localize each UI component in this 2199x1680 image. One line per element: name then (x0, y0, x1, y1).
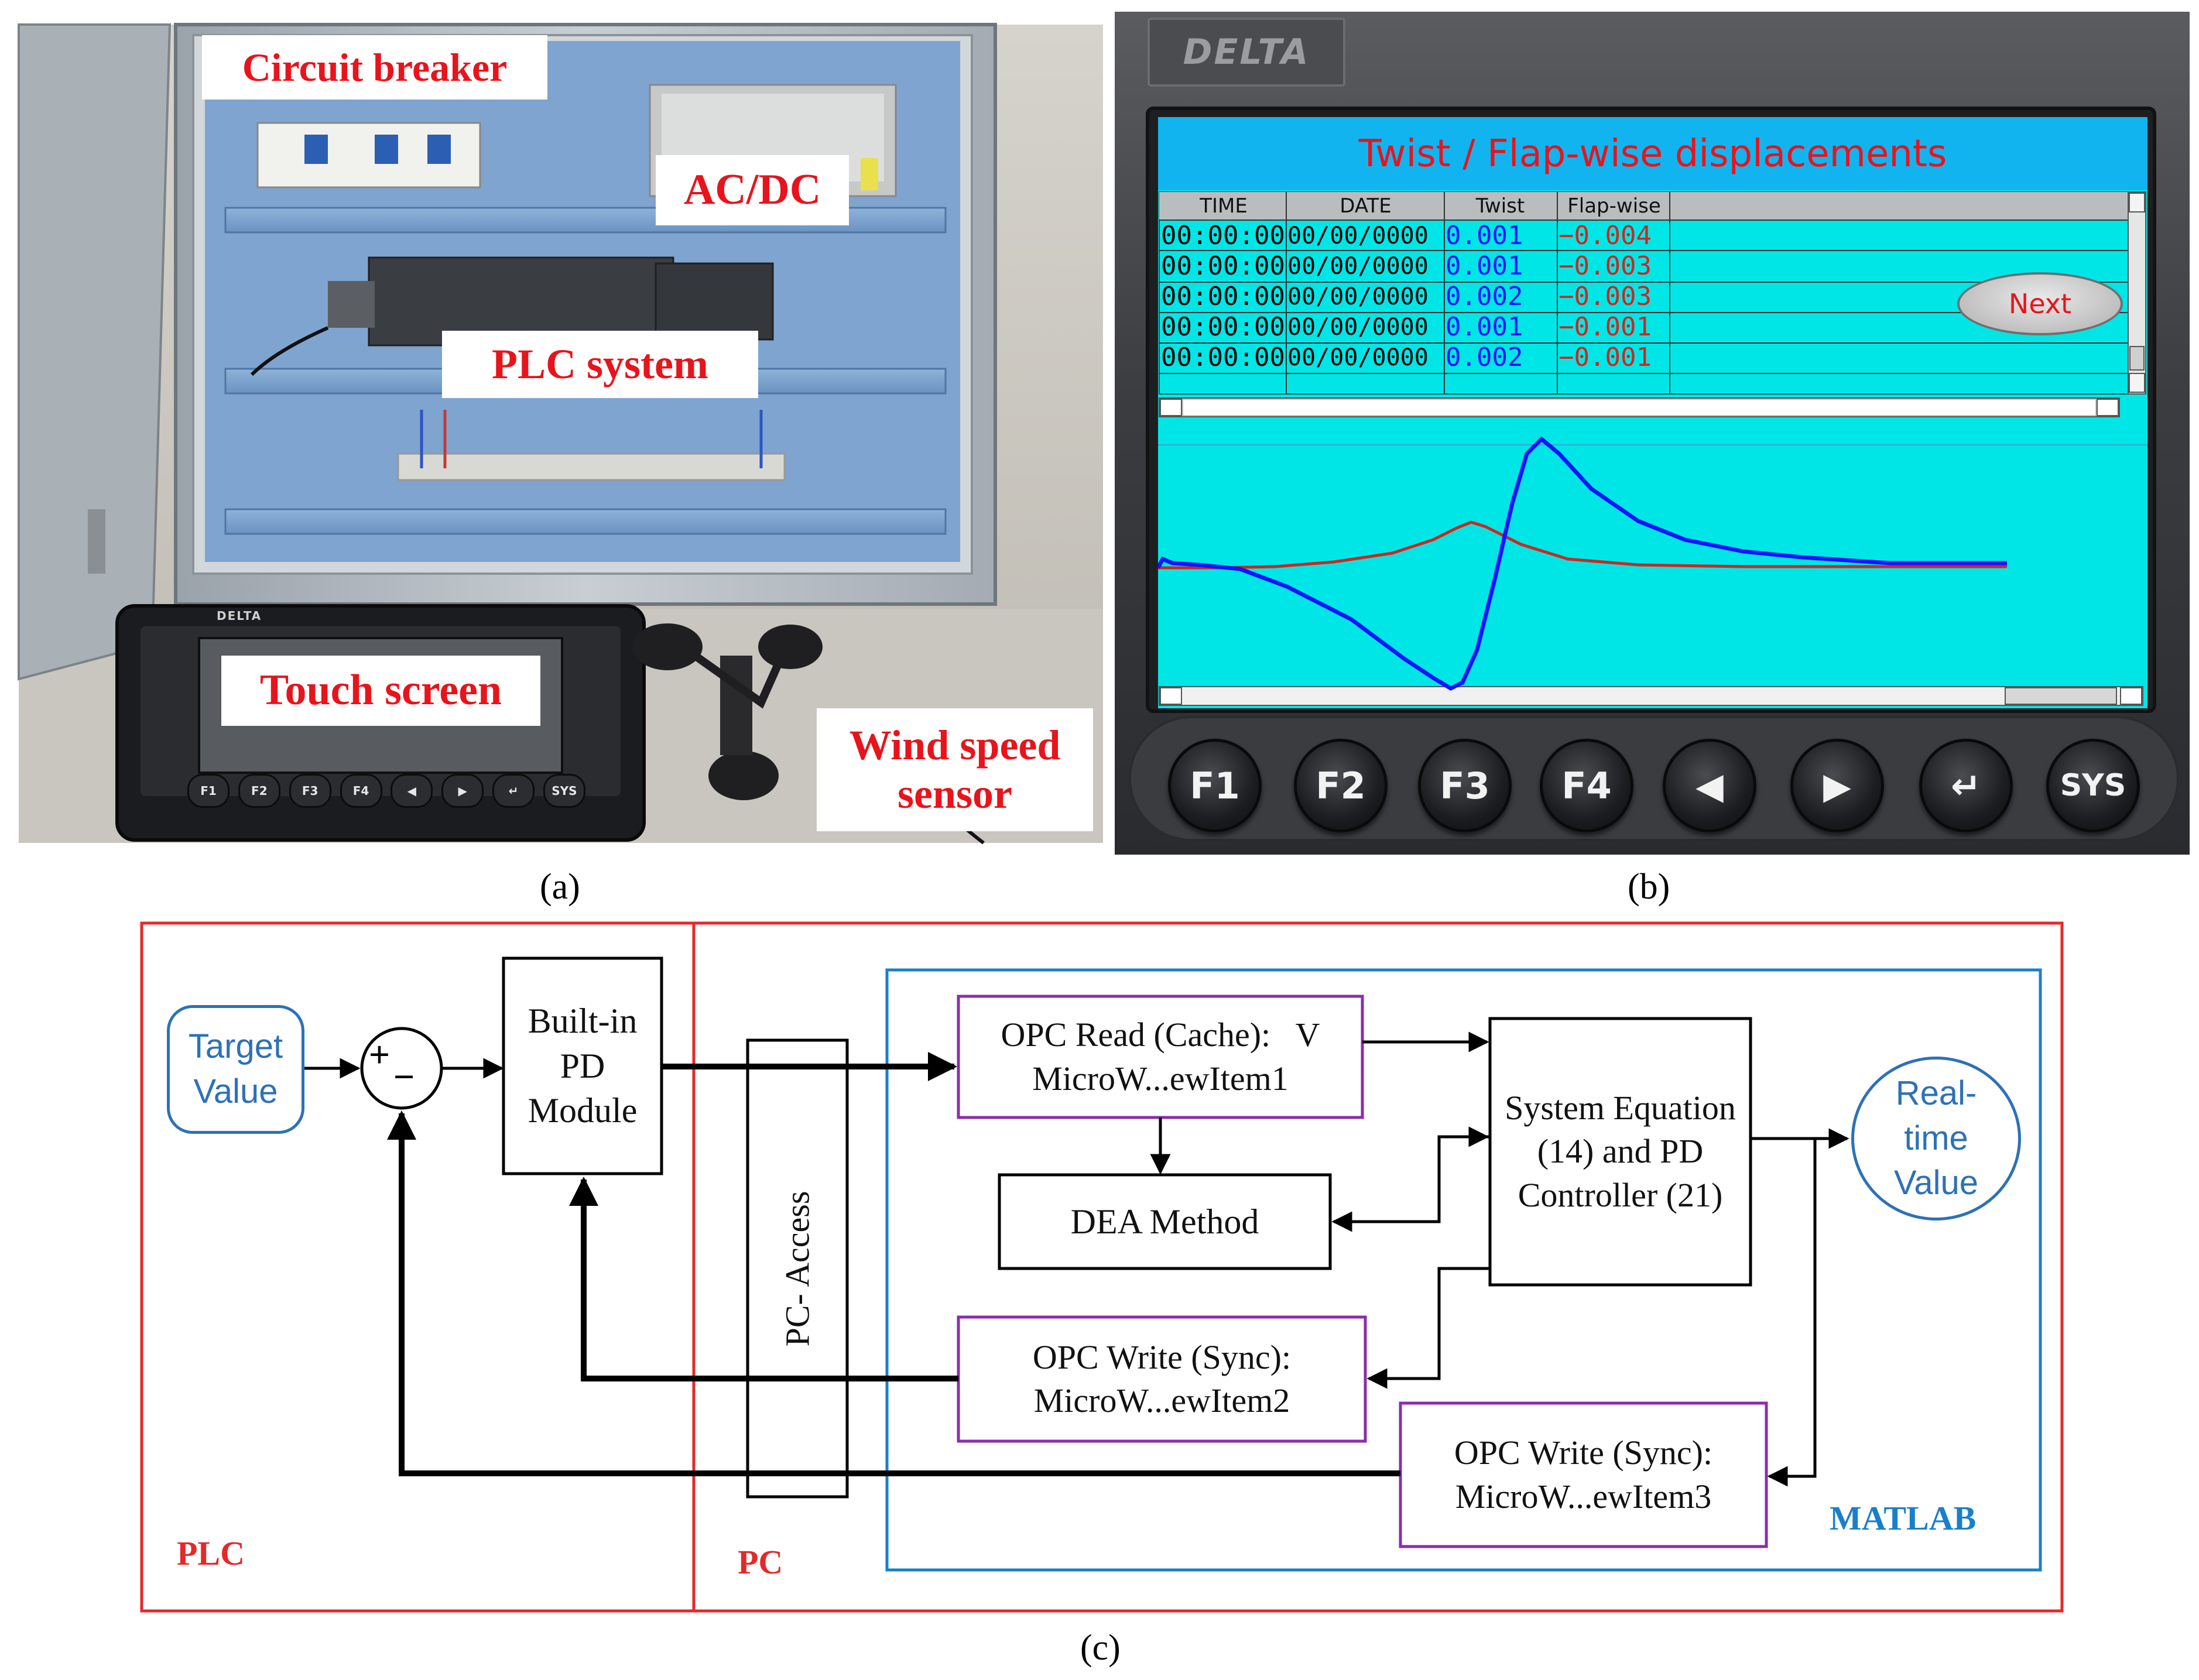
opc-read-block: OPC Read (Cache): V MicroW...ewItem1 (961, 999, 1359, 1115)
region-label-matlab: MATLAB (1830, 1499, 1977, 1537)
caption-c: (c) (1080, 1628, 1121, 1668)
table-cell-twist: 0.001 (1446, 312, 1523, 342)
photo-key-7: ↵ (492, 774, 535, 808)
hmi-key-8[interactable]: SYS (2046, 739, 2140, 832)
table-cell-date: 00/00/0000 (1287, 314, 1429, 341)
hmi-key-3[interactable]: F3 (1418, 739, 1512, 832)
table-cell-twist: 0.001 (1446, 221, 1523, 251)
photo-key-6: ▶ (441, 774, 484, 808)
opc-write2-line2: MicroW...ewItem2 (1033, 1381, 1290, 1420)
photo-key-3: F3 (289, 774, 331, 808)
label-plc-system: PLC system (442, 331, 758, 398)
opc-write-item2-block: OPC Write (Sync): MicroW...ewItem2 (961, 1320, 1362, 1438)
photo-key-2: F2 (238, 774, 280, 808)
opc-write-item3-block: OPC Write (Sync): MicroW...ewItem3 (1403, 1406, 1763, 1544)
photo-key-8: SYS (543, 774, 585, 808)
table-cell-time: 00:00:00 (1161, 312, 1285, 342)
region-label-pc: PC (738, 1543, 783, 1581)
caption-b: (b) (1628, 867, 1670, 907)
table-grid (1159, 192, 2128, 394)
caption-a: (a) (540, 867, 580, 907)
displacement-graph (1158, 436, 2007, 691)
col-header-flapwise: Flap-wise (1567, 194, 1661, 218)
table-cell-time: 00:00:00 (1161, 282, 1285, 311)
next-button[interactable]: Next (1957, 272, 2123, 335)
col-header-time: TIME (1200, 194, 1248, 218)
table-cell-date: 00/00/0000 (1287, 222, 1429, 249)
table-cell-flap: −0.001 (1559, 342, 1652, 372)
table-cell-time: 00:00:00 (1161, 342, 1285, 372)
sum-plus-sign: + (368, 1034, 391, 1075)
opc-write2-line1: OPC Write (Sync): (1032, 1338, 1292, 1376)
table-cell-flap: −0.003 (1559, 282, 1652, 311)
hmi-key-2[interactable]: F2 (1294, 739, 1388, 832)
label-acdc: AC/DC (656, 155, 849, 225)
label-touch-screen: Touch screen (221, 656, 540, 726)
opc-read-line2: MicroW...ewItem1 (1032, 1059, 1289, 1098)
hmi-key-4[interactable]: F4 (1540, 739, 1633, 832)
photo-key-4: F4 (340, 774, 382, 808)
label-circuit-breaker: Circuit breaker (202, 35, 547, 100)
plc-pc-frame (140, 921, 2064, 1613)
photo-key-1: F1 (187, 774, 230, 808)
table-cell-twist: 0.002 (1446, 282, 1523, 311)
matlab-frame (885, 968, 2042, 1572)
table-cell-flap: −0.004 (1559, 221, 1652, 251)
screen-title: Twist / Flap-wise displacements (1358, 132, 1947, 176)
hmi-key-7[interactable]: ↵ (1919, 739, 2013, 832)
region-label-plc: PLC (177, 1534, 245, 1572)
col-header-date: DATE (1340, 194, 1392, 218)
col-header-twist: Twist (1475, 194, 1525, 218)
table-cell-time: 00:00:00 (1161, 251, 1285, 281)
realtime-value-node: Real- time Value (1851, 1057, 2021, 1220)
target-value-node: Target Value (167, 1005, 304, 1134)
table-cell-flap: −0.003 (1559, 251, 1652, 281)
photo-key-5: ◀ (391, 774, 433, 808)
twist-curve (1158, 436, 2007, 691)
panel-b-hmi (1115, 12, 2190, 855)
table-cell-date: 00/00/0000 (1287, 253, 1429, 280)
photo-hmi-brand: DELTA (217, 609, 262, 623)
system-equation-block: System Equation (14) and PD Controller (… (1505, 1089, 1736, 1214)
pd-module-block: Built-in PD Module (528, 1001, 638, 1130)
table-cell-flap: −0.001 (1559, 312, 1652, 342)
hmi-key-6[interactable]: ▶ (1790, 739, 1884, 832)
opc-read-line1: OPC Read (Cache): V (1001, 1016, 1320, 1054)
table-cell-date: 00/00/0000 (1287, 283, 1429, 310)
pc-access-block: PC- Access (778, 1191, 817, 1346)
table-cell-date: 00/00/0000 (1287, 344, 1429, 371)
hmi-key-1[interactable]: F1 (1168, 739, 1262, 832)
opc-write3-line2: MicroW...ewItem3 (1455, 1477, 1712, 1516)
table-cell-time: 00:00:00 (1161, 221, 1285, 251)
flapwise-curve (1158, 520, 2007, 570)
hmi-key-5[interactable]: ◀ (1663, 739, 1756, 832)
label-wind-speed-sensor: Wind speed sensor (817, 708, 1093, 831)
table-cell-twist: 0.001 (1446, 251, 1523, 281)
panel-c-diagram (140, 921, 2064, 1613)
delta-logo: DELTA (1148, 18, 1345, 87)
sum-minus-sign: − (393, 1056, 415, 1098)
opc-write3-line1: OPC Write (Sync): (1454, 1434, 1713, 1472)
dea-method-block: DEA Method (1070, 1202, 1259, 1241)
table-cell-twist: 0.002 (1446, 342, 1523, 372)
